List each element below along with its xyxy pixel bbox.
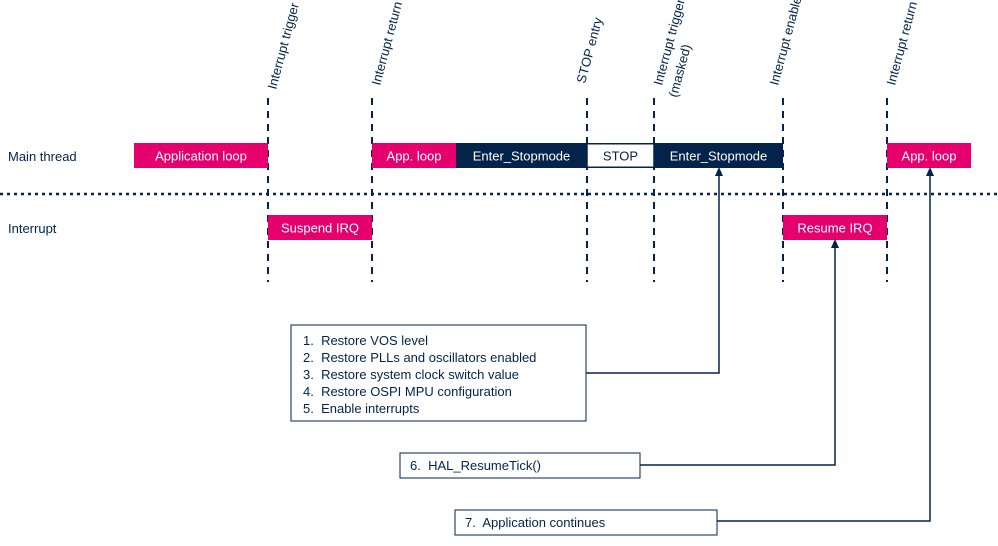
event-labels: Interrupt trigger Interrupt return STOP …: [264, 0, 920, 99]
block-label: Suspend IRQ: [281, 221, 359, 236]
interrupt-blocks: Suspend IRQ Resume IRQ: [268, 215, 887, 240]
row-label-interrupt: Interrupt: [8, 221, 57, 236]
block-app-loop-3: App. loop: [887, 143, 971, 168]
event-lines: [267, 98, 888, 282]
block-enter-stopmode-2: Enter_Stopmode: [654, 143, 783, 168]
note-restore-steps: 1. Restore VOS level 2. Restore PLLs and…: [290, 324, 587, 422]
event-label-interrupt-trigger: Interrupt trigger: [264, 0, 302, 90]
note-line-3: 3. Restore system clock switch value: [303, 367, 519, 382]
block-label: Enter_Stopmode: [670, 149, 768, 164]
note-resume-tick-text: 6. HAL_ResumeTick(): [410, 458, 541, 473]
note-app-continues-text: 7. Application continues: [465, 515, 606, 530]
event-label-stop-entry: STOP entry: [573, 15, 605, 85]
note-line-4: 4. Restore OSPI MPU configuration: [303, 384, 512, 399]
note-line-2: 2. Restore PLLs and oscillators enabled: [303, 350, 536, 365]
block-suspend-irq: Suspend IRQ: [268, 215, 372, 240]
block-label: App. loop: [902, 149, 957, 164]
note-line-5: 5. Enable interrupts: [303, 401, 420, 416]
block-resume-irq: Resume IRQ: [783, 215, 887, 240]
block-label: App. loop: [387, 149, 442, 164]
note-resume-tick: 6. HAL_ResumeTick(): [399, 452, 641, 479]
connector-arrows: [586, 167, 934, 522]
block-label: Enter_Stopmode: [473, 149, 571, 164]
block-app-loop-2: App. loop: [372, 143, 456, 168]
note-line-1: 1. Restore VOS level: [303, 333, 428, 348]
event-label-interrupt-return: Interrupt return: [368, 0, 405, 87]
block-label: STOP: [603, 149, 638, 164]
block-application-loop: Application loop: [134, 143, 268, 168]
block-label: Resume IRQ: [797, 221, 872, 236]
arrow-app-continues-to-app-loop: [717, 167, 934, 522]
event-label-interrupt-return-2: Interrupt return: [883, 0, 920, 87]
arrow-resume-tick-to-resume-irq: [640, 239, 839, 466]
row-label-main-thread: Main thread: [8, 149, 77, 164]
block-enter-stopmode-1: Enter_Stopmode: [456, 143, 587, 168]
event-label-interrupt-enable: Interrupt enable: [766, 0, 804, 87]
block-label: Application loop: [155, 149, 247, 164]
arrow-restore-to-enter-stopmode: [586, 167, 723, 374]
main-thread-blocks: Application loop App. loop Enter_Stopmod…: [134, 143, 971, 168]
block-stop: STOP: [586, 143, 655, 168]
note-application-continues: 7. Application continues: [454, 509, 718, 536]
